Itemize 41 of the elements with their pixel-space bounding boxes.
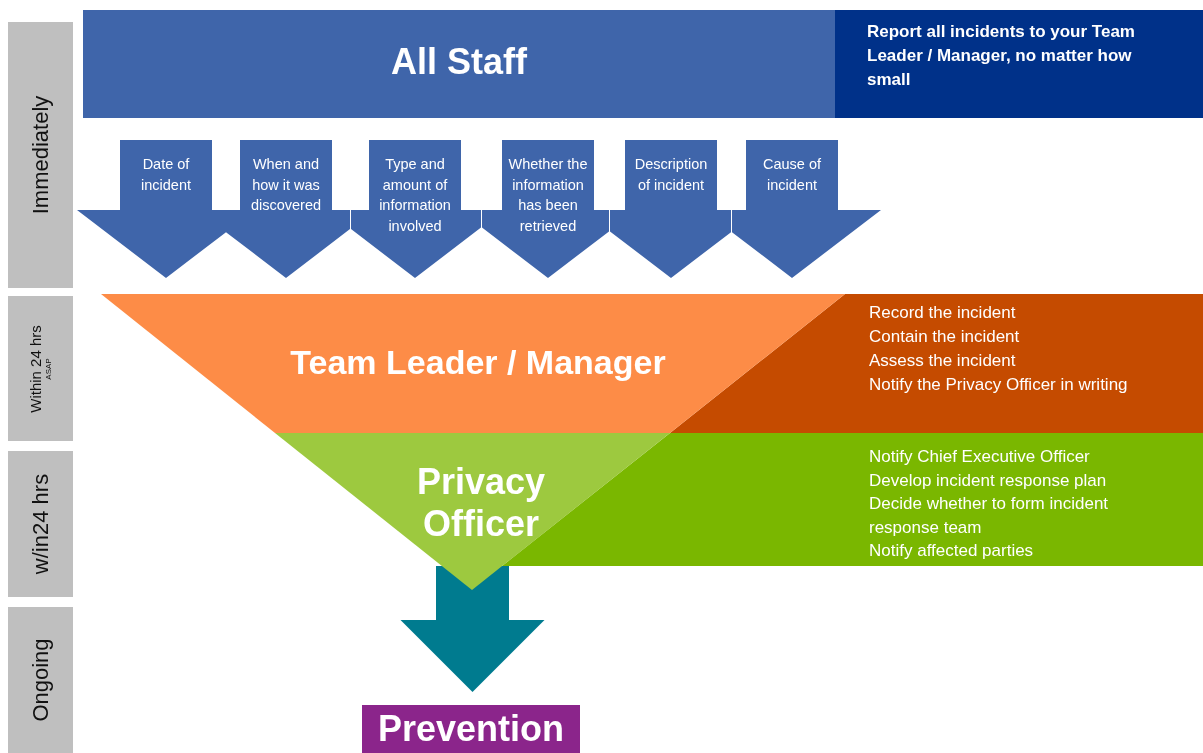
info-tab [732, 140, 881, 278]
task-item: Assess the incident [869, 350, 1017, 372]
node-label: All Staff [390, 40, 528, 84]
node-label: Privacy Officer [415, 461, 547, 545]
time-label: w/in24 hrs [28, 473, 53, 575]
node-label: Report all incidents to your Team Leader / Manager, no matter how small [867, 21, 1136, 91]
outcome-box [362, 705, 580, 753]
tab-label: Date of incident [140, 155, 192, 195]
block-arrow [400, 566, 545, 692]
funnel-band [275, 433, 670, 590]
task-item: Notify Chief Executive Officer [869, 446, 1091, 468]
instruction-box [835, 10, 1203, 118]
info-tab [77, 140, 226, 278]
node-label: Prevention [376, 708, 565, 750]
task-item: Develop incident response plan [869, 469, 1108, 492]
tab-label: Description of incident [633, 155, 709, 195]
task-item: Notify affected parties [869, 540, 1035, 563]
task-item: Decide whether to form incident response team [869, 493, 1110, 539]
info-tab [482, 140, 609, 278]
tab-label: Whether the information has been retrieved [507, 155, 589, 236]
tab-label: When and how it was discovered [249, 155, 323, 216]
node-label: Team Leader / Manager [289, 342, 667, 382]
time-label: Within 24 hrs [27, 324, 45, 413]
info-tab [351, 140, 481, 278]
time-bar [8, 22, 73, 288]
task-item: Record the incident [869, 302, 1017, 324]
tab-label: Type and amount of information involved [378, 155, 452, 236]
funnel-band [101, 294, 845, 433]
task-item: Notify the Privacy Officer in writing [869, 374, 1129, 396]
time-label: Immediately [28, 95, 53, 215]
time-bar [8, 607, 73, 753]
info-tab [610, 140, 731, 278]
task-panel [670, 294, 1203, 433]
info-tab [226, 140, 350, 278]
time-label: Ongoing [28, 638, 53, 722]
tab-label: Cause of incident [761, 155, 822, 195]
time-note: ASAP [44, 357, 54, 380]
task-item: Contain the incident [869, 326, 1021, 348]
role-band [83, 10, 835, 118]
time-bar [8, 451, 73, 597]
time-bar [8, 296, 73, 441]
